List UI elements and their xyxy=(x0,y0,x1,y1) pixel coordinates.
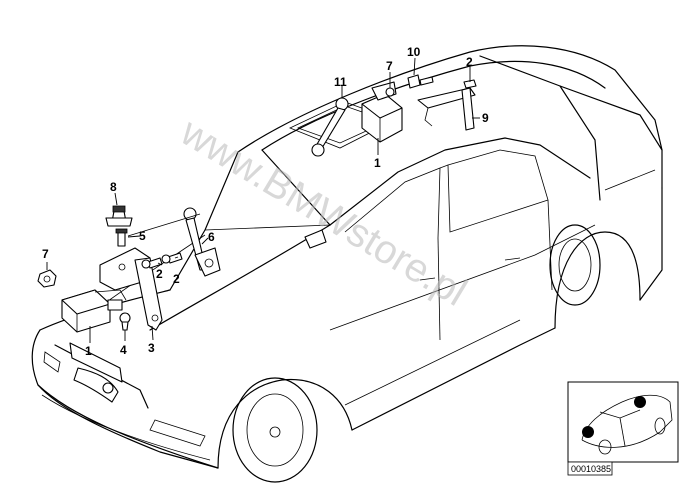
leader-lines xyxy=(46,57,480,343)
callout-10: 10 xyxy=(407,45,421,59)
callout-5: 5 xyxy=(139,229,146,243)
callout-11: 11 xyxy=(334,75,347,89)
part-linkage-rear xyxy=(311,97,349,157)
part-sensor-front xyxy=(61,289,127,333)
callout-6: 6 xyxy=(208,230,215,244)
diagram-reference-number: 00010385 xyxy=(571,464,611,474)
callout-2-center-right: 2 xyxy=(173,272,180,286)
location-inset: 00010385 xyxy=(567,381,679,476)
callout-8: 8 xyxy=(110,180,117,194)
part-fasteners-rear xyxy=(385,74,477,97)
callout-7-rear: 7 xyxy=(386,59,393,73)
callout-2-center-left: 2 xyxy=(156,267,163,281)
part-nut-left xyxy=(37,269,57,288)
part-linkage-front xyxy=(127,207,221,277)
part-expanding-rivet xyxy=(105,205,133,227)
car-outline xyxy=(31,45,663,483)
callout-labels: 1 1 2 2 2 3 4 5 6 7 7 8 9 10 11 xyxy=(42,45,489,358)
callout-1-rear: 1 xyxy=(374,156,381,170)
callout-4: 4 xyxy=(120,343,127,357)
inset-marker-rear xyxy=(634,396,646,408)
callout-3: 3 xyxy=(148,341,155,355)
callout-7-left: 7 xyxy=(42,247,49,261)
inset-car-outline xyxy=(581,394,673,455)
part-screws-center xyxy=(141,252,183,269)
callout-1-front: 1 xyxy=(85,344,92,358)
callout-9: 9 xyxy=(482,111,489,125)
inset-marker-front xyxy=(582,426,594,438)
part-stud-front xyxy=(115,228,128,247)
part-bracket-front xyxy=(99,247,163,331)
callout-2-rear: 2 xyxy=(466,55,473,69)
part-bracket-rear xyxy=(417,87,476,131)
part-sensor-rear xyxy=(361,81,403,143)
part-screw-front-bracket xyxy=(119,312,131,331)
